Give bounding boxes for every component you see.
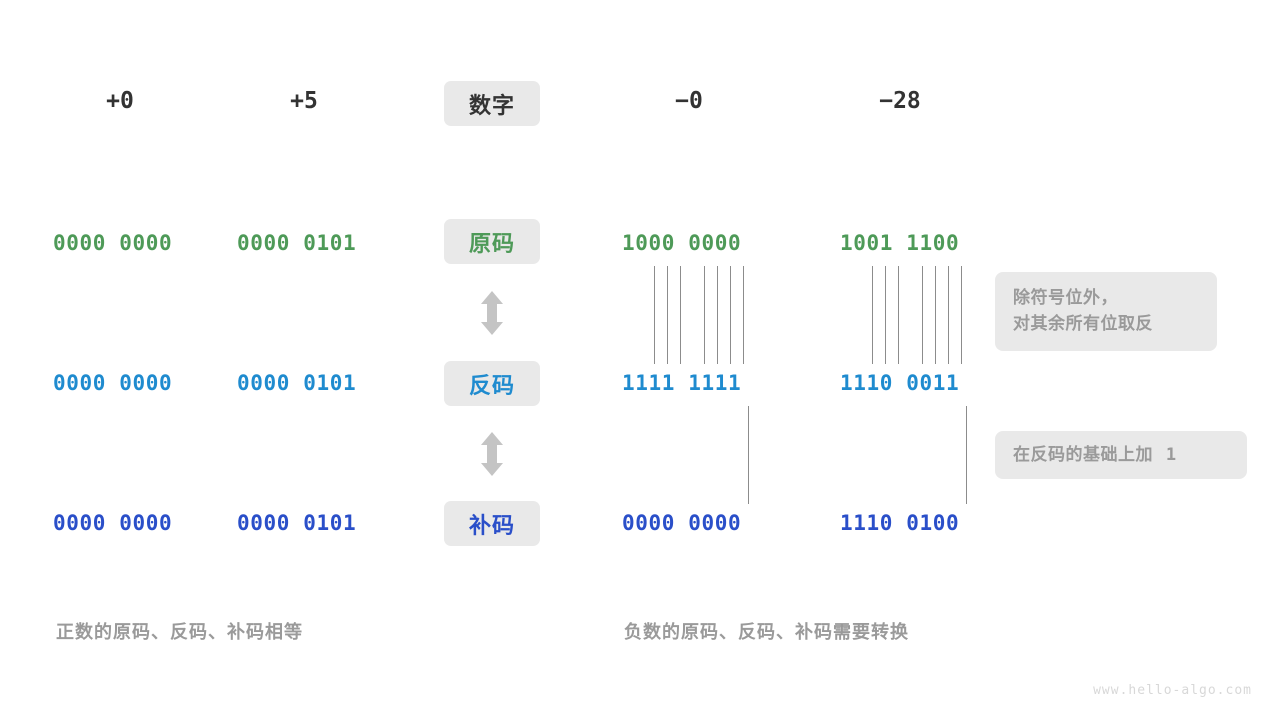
header-minus-twentyeight: −28 xyxy=(879,88,921,114)
note-invert-bits-line2: 对其余所有位取反 xyxy=(1013,314,1153,335)
ones-complement-plus-zero: 0000 0000 xyxy=(53,371,173,395)
ones-complement-minus-twentyeight: 1110 0011 xyxy=(840,371,960,395)
header-plus-five: +5 xyxy=(290,88,318,114)
invert-connector-line xyxy=(717,266,718,364)
invert-connector-line xyxy=(704,266,705,364)
row-pill-ones-complement: 反码 xyxy=(444,361,540,406)
invert-connector-line xyxy=(680,266,681,364)
caption-positive: 正数的原码、反码、补码相等 xyxy=(56,622,303,643)
row-pill-twos-complement: 补码 xyxy=(444,501,540,546)
arrow-true-to-ones xyxy=(478,290,506,336)
row-pill-true-form: 原码 xyxy=(444,219,540,264)
invert-connector-line xyxy=(743,266,744,364)
twos-complement-plus-five: 0000 0101 xyxy=(237,511,357,535)
invert-connector-line xyxy=(898,266,899,364)
twos-complement-plus-zero: 0000 0000 xyxy=(53,511,173,535)
invert-connector-line xyxy=(885,266,886,364)
header-pill-number: 数字 xyxy=(444,81,540,126)
double-arrow-icon xyxy=(481,291,503,335)
invert-connector-line xyxy=(654,266,655,364)
invert-connector-line xyxy=(872,266,873,364)
invert-connector-line xyxy=(935,266,936,364)
invert-connector-line xyxy=(961,266,962,364)
note-invert-bits-line1: 除符号位外， xyxy=(1013,288,1118,308)
twos-complement-minus-zero: 0000 0000 xyxy=(622,511,742,535)
ones-complement-plus-five: 0000 0101 xyxy=(237,371,357,395)
add-one-connector-line xyxy=(748,406,749,504)
note-invert-bits: 除符号位外， 对其余所有位取反 xyxy=(995,272,1217,351)
double-arrow-icon xyxy=(481,432,503,476)
invert-connector-line xyxy=(922,266,923,364)
caption-negative: 负数的原码、反码、补码需要转换 xyxy=(624,622,909,643)
invert-connector-line xyxy=(948,266,949,364)
note-add-one: 在反码的基础上加 1 xyxy=(995,431,1247,480)
true-form-minus-twentyeight: 1001 1100 xyxy=(840,231,960,255)
add-one-connector-line xyxy=(966,406,967,504)
watermark: www.hello-algo.com xyxy=(1093,683,1252,698)
note-add-one-text: 在反码的基础上加 xyxy=(1013,445,1153,465)
arrow-ones-to-twos xyxy=(478,431,506,477)
true-form-minus-zero: 1000 0000 xyxy=(622,231,742,255)
invert-connector-line xyxy=(667,266,668,364)
invert-connector-line xyxy=(730,266,731,364)
true-form-plus-zero: 0000 0000 xyxy=(53,231,173,255)
note-add-one-value: 1 xyxy=(1165,445,1177,465)
true-form-plus-five: 0000 0101 xyxy=(237,231,357,255)
ones-complement-minus-zero: 1111 1111 xyxy=(622,371,742,395)
twos-complement-minus-twentyeight: 1110 0100 xyxy=(840,511,960,535)
header-plus-zero: +0 xyxy=(106,88,134,114)
header-minus-zero: −0 xyxy=(675,88,703,114)
